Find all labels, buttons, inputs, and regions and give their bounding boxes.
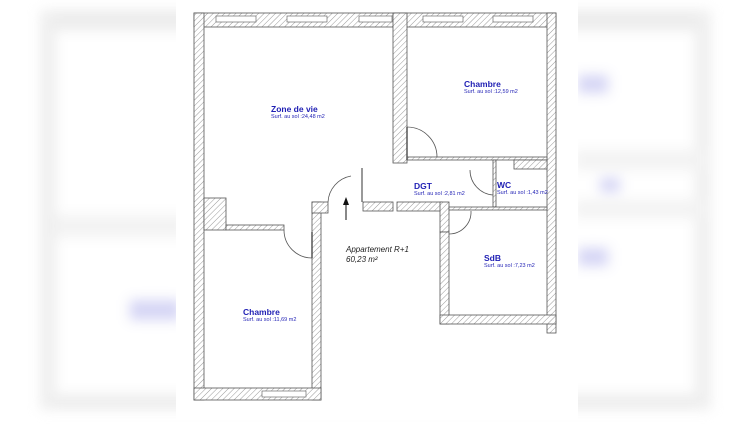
floor-plan: Zone de vie Surf. au sol :24,48 m2 Chamb… — [176, 0, 578, 420]
room-sdb: SdB Surf. au sol :7,23 m2 — [484, 254, 535, 269]
room-surface: Surf. au sol :12,59 m2 — [464, 88, 518, 95]
room-wc: WC Surf. au sol :1,43 m2 — [497, 181, 548, 196]
room-name: SdB — [484, 253, 501, 263]
room-surface: Surf. au sol :2,81 m2 — [414, 190, 465, 197]
room-dgt: DGT Surf. au sol :2,81 m2 — [414, 182, 465, 197]
room-name: Chambre — [243, 307, 280, 317]
room-name: Chambre — [464, 79, 501, 89]
room-zone-de-vie: Zone de vie Surf. au sol :24,48 m2 — [271, 105, 325, 120]
room-name: WC — [497, 180, 512, 190]
room-chambre-1: Chambre Surf. au sol :12,59 m2 — [464, 80, 518, 95]
apartment-label: Appartement R+1 60,23 m² — [346, 245, 409, 264]
entry-arrow-icon — [343, 197, 349, 220]
apartment-area: 60,23 m² — [346, 254, 378, 264]
apartment-name: Appartement R+1 — [346, 245, 409, 254]
room-surface: Surf. au sol :24,48 m2 — [271, 113, 325, 120]
room-surface: Surf. au sol :7,23 m2 — [484, 262, 535, 269]
room-surface: Surf. au sol :1,43 m2 — [497, 189, 548, 196]
room-chambre-2: Chambre Surf. au sol :11,69 m2 — [243, 308, 296, 323]
room-surface: Surf. au sol :11,69 m2 — [243, 316, 297, 323]
room-name: Zone de vie — [271, 104, 318, 114]
room-name: DGT — [414, 181, 432, 191]
floor-plan-drawing — [193, 12, 557, 401]
